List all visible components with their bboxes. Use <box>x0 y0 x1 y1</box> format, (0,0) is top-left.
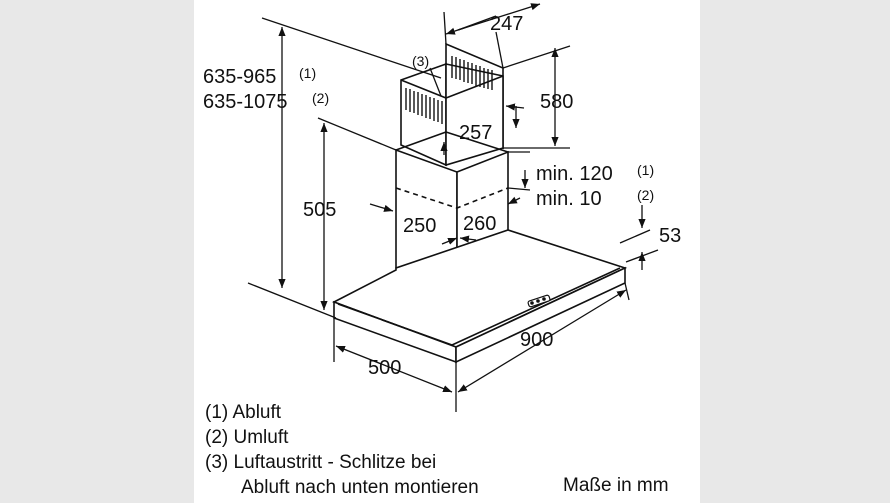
vent-slots-back <box>451 56 493 90</box>
dim-min-gap-1-note: (1) <box>637 162 654 178</box>
dim-min-gap-2-note: (2) <box>637 187 654 203</box>
legend: (1) Abluft (2) Umluft (3) Luftaustritt -… <box>205 400 479 500</box>
callout-slots: (3) <box>412 53 429 69</box>
dim-lower-depth: 260 <box>463 213 496 235</box>
dim-min-gap-2: min. 10 <box>536 188 602 210</box>
dim-upper-depth: 257 <box>459 122 492 144</box>
dim-total-height-1: 635-965 <box>203 66 276 88</box>
dimension-arrows <box>278 3 646 393</box>
dim-total-height-2: 635-1075 <box>203 91 288 113</box>
dim-chimney-height: 580 <box>540 91 573 113</box>
legend-item-abluft: (1) Abluft <box>205 402 282 423</box>
legend-item-slots: (3) Luftaustritt - Schlitze bei <box>205 452 437 473</box>
canopy <box>332 229 628 364</box>
units-note: Maße in mm <box>563 475 669 496</box>
dim-lower-height: 505 <box>303 199 336 221</box>
legend-item-slots-cont: Abluft nach unten montieren <box>241 477 479 498</box>
dim-canopy-width: 900 <box>520 329 553 351</box>
dim-total-height-2-note: (2) <box>312 90 329 106</box>
dim-chimney-width: 247 <box>490 13 523 35</box>
dim-min-gap-1: min. 120 <box>536 163 613 185</box>
dim-total-height-1-note: (1) <box>299 65 316 81</box>
extension-lines <box>247 11 659 412</box>
dim-canopy-depth: 500 <box>368 357 401 379</box>
overlap-dashes <box>395 187 509 209</box>
dim-canopy-thickness: 53 <box>659 225 681 247</box>
dim-lower-width: 250 <box>403 215 436 237</box>
legend-item-umluft: (2) Umluft <box>205 427 289 448</box>
vent-slots-front <box>405 88 443 124</box>
